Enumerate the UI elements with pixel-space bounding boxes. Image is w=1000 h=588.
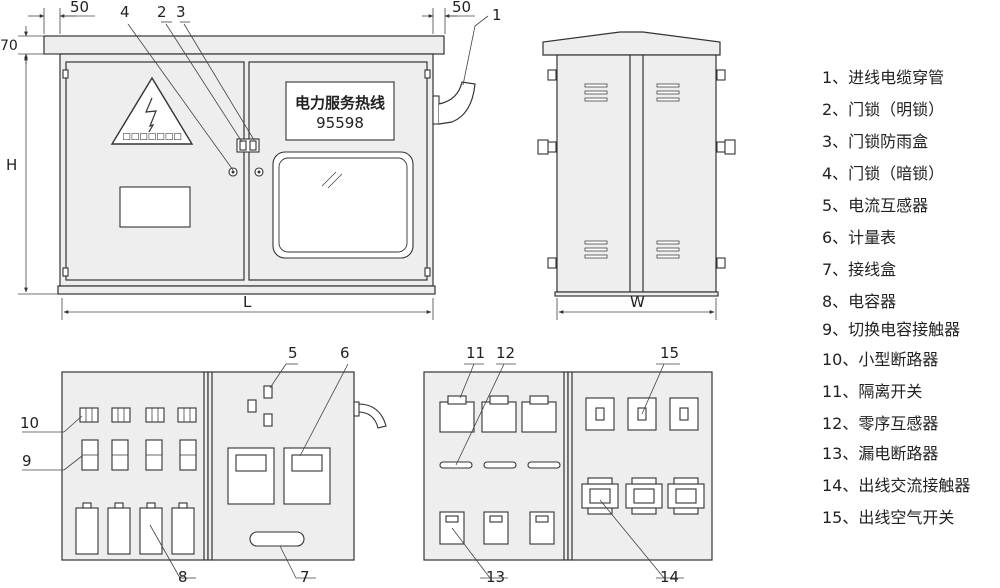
legend-item-4: 4、门锁（暗锁） <box>822 164 945 183</box>
dim-width: W <box>630 293 645 311</box>
callout-4: 4 <box>120 3 130 21</box>
legend-item-10: 10、小型断路器 <box>822 350 939 369</box>
hinge <box>424 69 431 79</box>
hotline-title: 电力服务热线 <box>295 94 385 112</box>
current-transformer <box>247 399 257 413</box>
front-base <box>57 285 436 295</box>
legend-item-5: 5、电流互感器 <box>822 196 929 215</box>
vent-slots <box>584 83 680 259</box>
current-transformer <box>263 385 273 399</box>
hinge <box>62 69 69 79</box>
interior-left: 10 9 8 7 5 6 <box>20 344 387 586</box>
legend-item-15: 15、出线空气开关 <box>822 508 955 527</box>
legend-item-11: 11、隔离开关 <box>822 382 923 401</box>
hotline-sign <box>285 81 395 141</box>
callout-3: 3 <box>176 3 186 21</box>
capacitor-contactors <box>81 439 197 471</box>
zero-sequence-ct <box>527 461 561 469</box>
hotline-number: 95598 <box>316 114 364 132</box>
callout-11: 11 <box>466 344 485 362</box>
callout-1: 1 <box>492 6 502 24</box>
callout-10: 10 <box>20 414 39 432</box>
hinge <box>62 267 69 277</box>
callout-6: 6 <box>340 344 350 362</box>
dim-top-right-50: 50 <box>452 0 471 16</box>
callout-12: 12 <box>496 344 515 362</box>
legend-item-7: 7、接线盒 <box>822 260 897 279</box>
cable-conduit <box>438 81 476 125</box>
interior-right: 11 12 13 15 14 <box>423 344 713 586</box>
legend-item-6: 6、计量表 <box>822 228 897 247</box>
meter-window-inner <box>278 157 408 253</box>
legend-item-12: 12、零序互感器 <box>822 414 939 433</box>
left-door-placard <box>119 186 191 228</box>
outgoing-air-switch <box>669 397 699 431</box>
dim-height: H <box>6 156 17 174</box>
legend-item-13: 13、漏电断路器 <box>822 444 939 463</box>
side-body <box>556 54 717 293</box>
dim-side-70: 70 <box>0 38 18 54</box>
current-transformer <box>263 413 273 427</box>
dim-length: L <box>243 293 252 311</box>
side-view: W <box>537 31 736 320</box>
callout-7: 7 <box>300 568 310 586</box>
callout-15: 15 <box>660 344 679 362</box>
warning-text: □□□□□□□ <box>122 132 182 142</box>
legend-item-9: 9、切换电容接触器 <box>822 320 961 339</box>
callout-9: 9 <box>22 452 32 470</box>
legend-item-3: 3、门锁防雨盒 <box>822 132 929 151</box>
lightning-icon <box>145 97 157 133</box>
capacitors <box>75 502 195 555</box>
callout-8: 8 <box>178 568 188 586</box>
legend-item-8: 8、电容器 <box>822 292 897 311</box>
isolation-switches <box>439 395 557 433</box>
legend-item-1: 1、进线电缆穿管 <box>822 68 945 87</box>
small-breakers <box>79 407 197 423</box>
door-lock-open <box>249 140 257 151</box>
door-lock-open <box>239 140 247 151</box>
callout-13: 13 <box>486 568 505 586</box>
outgoing-contactors <box>581 477 705 515</box>
terminal-box <box>249 531 305 547</box>
side-roof <box>542 31 721 56</box>
front-roof <box>43 35 445 55</box>
legend-item-14: 14、出线交流接触器 <box>822 476 971 495</box>
callout-2: 2 <box>157 3 167 21</box>
dim-top-left-50: 50 <box>70 0 89 16</box>
cable-conduit-flange <box>432 95 440 125</box>
legend-item-2: 2、门锁（明锁） <box>822 100 945 119</box>
callout-14: 14 <box>660 568 679 586</box>
zero-sequence-ct <box>483 461 517 469</box>
front-view: □□□□□□□ 电力服务热线 95598 1 4 <box>0 0 502 320</box>
callout-5: 5 <box>288 344 298 362</box>
hinge <box>424 267 431 277</box>
